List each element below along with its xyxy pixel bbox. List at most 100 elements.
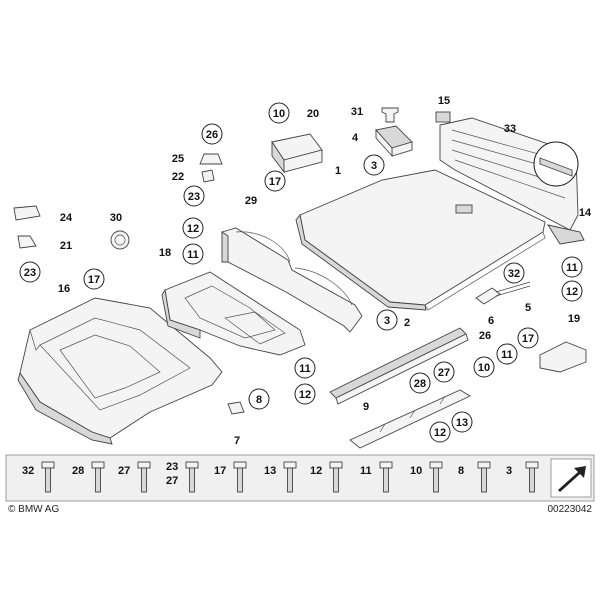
callout-c16: 16 <box>58 283 70 295</box>
callout-c2: 2 <box>404 317 410 329</box>
part-20-holder <box>271 133 323 174</box>
callout-c11a: 11 <box>182 243 204 265</box>
callout-circle <box>503 262 525 284</box>
callout-label: 24 <box>60 212 73 224</box>
callout-label: 17 <box>522 333 534 345</box>
callout-circle <box>294 357 316 379</box>
callout-c14: 14 <box>579 207 592 219</box>
callout-label: 13 <box>456 417 468 429</box>
callout-c13: 13 <box>451 411 473 433</box>
callout-label: 23 <box>188 191 200 203</box>
callout-label: 14 <box>579 207 592 219</box>
part-8-clip <box>227 401 245 415</box>
callout-c32a: 32 <box>503 262 525 284</box>
callout-c21: 21 <box>60 240 72 252</box>
part-16-trunk-tray <box>17 297 223 445</box>
callout-c33: 33 <box>504 123 516 135</box>
callout-label: 9 <box>363 401 369 413</box>
callout-label: 3 <box>371 160 377 172</box>
fastener-shaft-icon <box>481 467 487 493</box>
callout-c1: 1 <box>335 165 341 177</box>
fastener-label: 10 <box>410 465 422 477</box>
part-30-grommet <box>110 230 130 250</box>
callout-label: 31 <box>351 106 363 118</box>
part-26-grommet <box>199 153 223 165</box>
callout-label: 1 <box>335 165 341 177</box>
fastener-shaft-icon <box>95 467 101 493</box>
callout-label: 21 <box>60 240 72 252</box>
part-22-clip <box>201 169 215 183</box>
callout-label: 5 <box>525 302 531 314</box>
callout-circle <box>376 309 398 331</box>
fastener-6: 12 <box>310 461 343 493</box>
callout-label: 2 <box>404 317 410 329</box>
callout-circle <box>561 256 583 278</box>
part-1-floor-cover <box>295 169 546 311</box>
fastener-head-icon <box>329 461 343 469</box>
callout-circle <box>473 356 495 378</box>
callout-circle <box>264 170 286 192</box>
callout-c9: 9 <box>363 401 369 413</box>
footer-code: 00223042 <box>548 504 593 515</box>
callout-c20: 20 <box>307 108 319 120</box>
part-31-clip <box>381 107 399 123</box>
part-29-cargo-divider <box>221 227 363 333</box>
part-21-bracket <box>17 235 37 249</box>
callout-c5: 5 <box>525 302 531 314</box>
callout-c25: 25 <box>172 153 184 165</box>
part-18-tray-insert <box>161 271 306 356</box>
fastener-shaft-icon <box>141 467 147 493</box>
part-5-6-strut <box>475 281 531 305</box>
callout-circle <box>496 343 518 365</box>
callout-label: 12 <box>566 286 578 298</box>
callout-circle <box>429 421 451 443</box>
direction-arrow-icon <box>550 458 592 498</box>
callout-c30: 30 <box>110 212 122 224</box>
fastener-label: 27 <box>166 475 178 487</box>
callout-label: 12 <box>299 389 311 401</box>
callout-label: 6 <box>488 315 494 327</box>
part-9-rail <box>349 389 471 449</box>
callout-c17a: 17 <box>264 170 286 192</box>
callout-label: 29 <box>245 195 257 207</box>
fastener-2: 27 <box>118 461 151 493</box>
fastener-head-icon <box>137 461 151 469</box>
callout-label: 26 <box>206 129 218 141</box>
part-19-bracket <box>539 341 587 373</box>
callout-c3b: 3 <box>376 309 398 331</box>
fastener-label: 13 <box>264 465 276 477</box>
fastener-head-icon <box>525 461 539 469</box>
callout-circle <box>433 361 455 383</box>
callout-circle <box>248 388 270 410</box>
callout-c4: 4 <box>352 132 359 144</box>
fastener-shaft-icon <box>333 467 339 493</box>
callout-label: 4 <box>352 132 359 144</box>
fastener-shaft-icon <box>45 467 51 493</box>
fastener-shaft-icon <box>433 467 439 493</box>
fastener-9: 8 <box>458 461 491 493</box>
callout-circle <box>294 383 316 405</box>
callout-circle <box>19 261 41 283</box>
callout-c22: 22 <box>172 171 184 183</box>
callout-label: 15 <box>438 95 450 107</box>
fastener-1: 28 <box>72 461 105 493</box>
fastener-shaft-icon <box>189 467 195 493</box>
fastener-8: 10 <box>410 461 443 493</box>
callout-label: 23 <box>24 267 36 279</box>
callout-c15: 15 <box>438 95 450 107</box>
callout-c3a: 3 <box>363 154 385 176</box>
callout-label: 32 <box>508 268 520 280</box>
callout-circle <box>561 280 583 302</box>
fastener-10: 3 <box>506 461 539 493</box>
part-33-rear-panel <box>439 117 585 245</box>
part-24-block <box>13 205 41 221</box>
fastener-shaft-icon <box>237 467 243 493</box>
fastener-label: 27 <box>118 465 130 477</box>
callout-c23a: 23 <box>183 185 205 207</box>
fastener-shaft-icon <box>529 467 535 493</box>
callout-label: 11 <box>299 363 311 375</box>
callout-label: 27 <box>438 367 450 379</box>
callout-c11c: 11 <box>496 343 518 365</box>
